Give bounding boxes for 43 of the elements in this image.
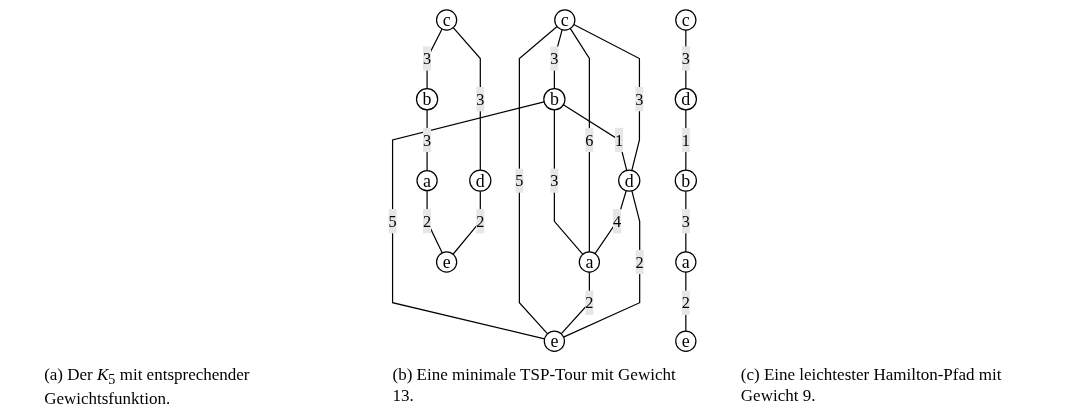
node-circle: b	[415, 88, 439, 111]
edge-label: 3	[423, 49, 432, 68]
edge-label: 3	[423, 130, 432, 149]
connector	[563, 190, 641, 338]
figure-caption: (b) Eine minimale TSP-Tour mit Gewicht 13.	[392, 365, 677, 407]
edge-label: 2	[635, 253, 644, 271]
node-circle: e	[543, 330, 566, 352]
edge-label: 1	[615, 130, 624, 149]
edge-label: 2	[585, 293, 594, 312]
node-circle: e	[675, 330, 697, 352]
edge-label: 4	[613, 212, 622, 231]
node-circle: c	[675, 9, 697, 31]
connector	[518, 25, 558, 335]
edge-label: 6	[585, 130, 594, 149]
node-circle: e	[435, 251, 458, 273]
node-circle: a	[416, 169, 438, 192]
edge-label: 2	[423, 212, 432, 231]
connector	[562, 104, 628, 171]
node-circle: a	[578, 251, 601, 273]
node-circle: d	[618, 169, 641, 192]
connector	[573, 23, 641, 171]
edge-label: 5	[388, 212, 397, 231]
node-circle: c	[435, 9, 458, 31]
edge-label: 2	[476, 212, 485, 231]
edge-label: 2	[681, 293, 690, 312]
figure-caption: (a) Der K$_{5}$ mit entsprechender Gewichtsfunktion.	[44, 365, 251, 409]
connector	[569, 27, 590, 253]
edge-label: 3	[681, 212, 690, 231]
edge-label: 3	[635, 90, 644, 109]
node-circle: b	[674, 169, 698, 192]
node-circle: a	[675, 251, 697, 273]
node-circle: c	[554, 9, 576, 31]
edge-label: 1	[681, 130, 690, 149]
edge-label: 3	[681, 49, 690, 68]
edge-label: 3	[550, 171, 559, 190]
node-circle: d	[674, 88, 698, 111]
edge-label: 3	[550, 49, 559, 68]
edge-label: 5	[515, 171, 524, 190]
node-circle: b	[543, 88, 566, 111]
figure-caption: (c) Eine leichtester Hamilton-Pfad mit Gewicht 9.	[740, 365, 1003, 407]
edge-label: 3	[476, 90, 485, 109]
connector	[594, 190, 627, 255]
node-circle: d	[469, 169, 492, 192]
